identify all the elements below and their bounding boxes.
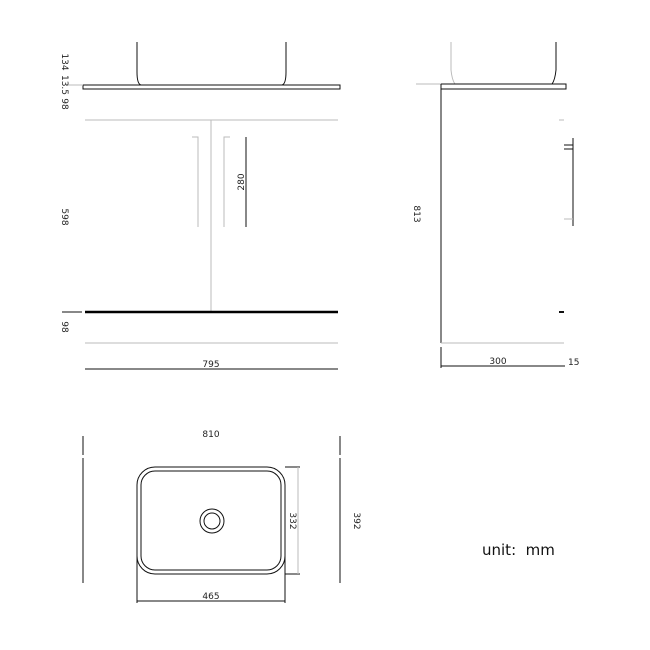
basin-outline-front [136,42,287,86]
dim-basin-depth: 332 [287,512,297,529]
dim-lower-gap: 98 [59,321,69,333]
countertop-front [82,84,341,90]
handle-left [192,136,199,227]
dim-top-thickness: 13.5 [59,75,69,95]
drain-inner [203,512,221,530]
dim-door-height: 598 [59,208,69,225]
dim-depth: 300 [489,357,506,367]
dim-overall-depth: 392 [351,512,361,529]
dim-basin-width: 465 [202,592,219,602]
handle-right [223,136,230,227]
front-view: 134 13.5 98 598 280 98 795 [59,42,341,370]
drain-outer [199,508,225,534]
dim-width: 795 [202,360,219,370]
countertop-side [440,83,567,90]
dim-height: 813 [411,205,421,222]
basin-outer-rim [136,466,286,575]
dim-offset: 15 [568,358,579,368]
dim-basin-height: 134 [59,53,69,70]
basin-inner-rim [140,470,282,571]
dim-upper-gap: 98 [59,98,69,110]
dim-overall-width: 810 [202,430,219,440]
side-view: 813 300 15 [411,42,579,368]
top-view: 810 465 332 392 [82,430,361,603]
unit-label: unit: mm [482,541,555,559]
dim-handle-length: 280 [237,173,247,190]
